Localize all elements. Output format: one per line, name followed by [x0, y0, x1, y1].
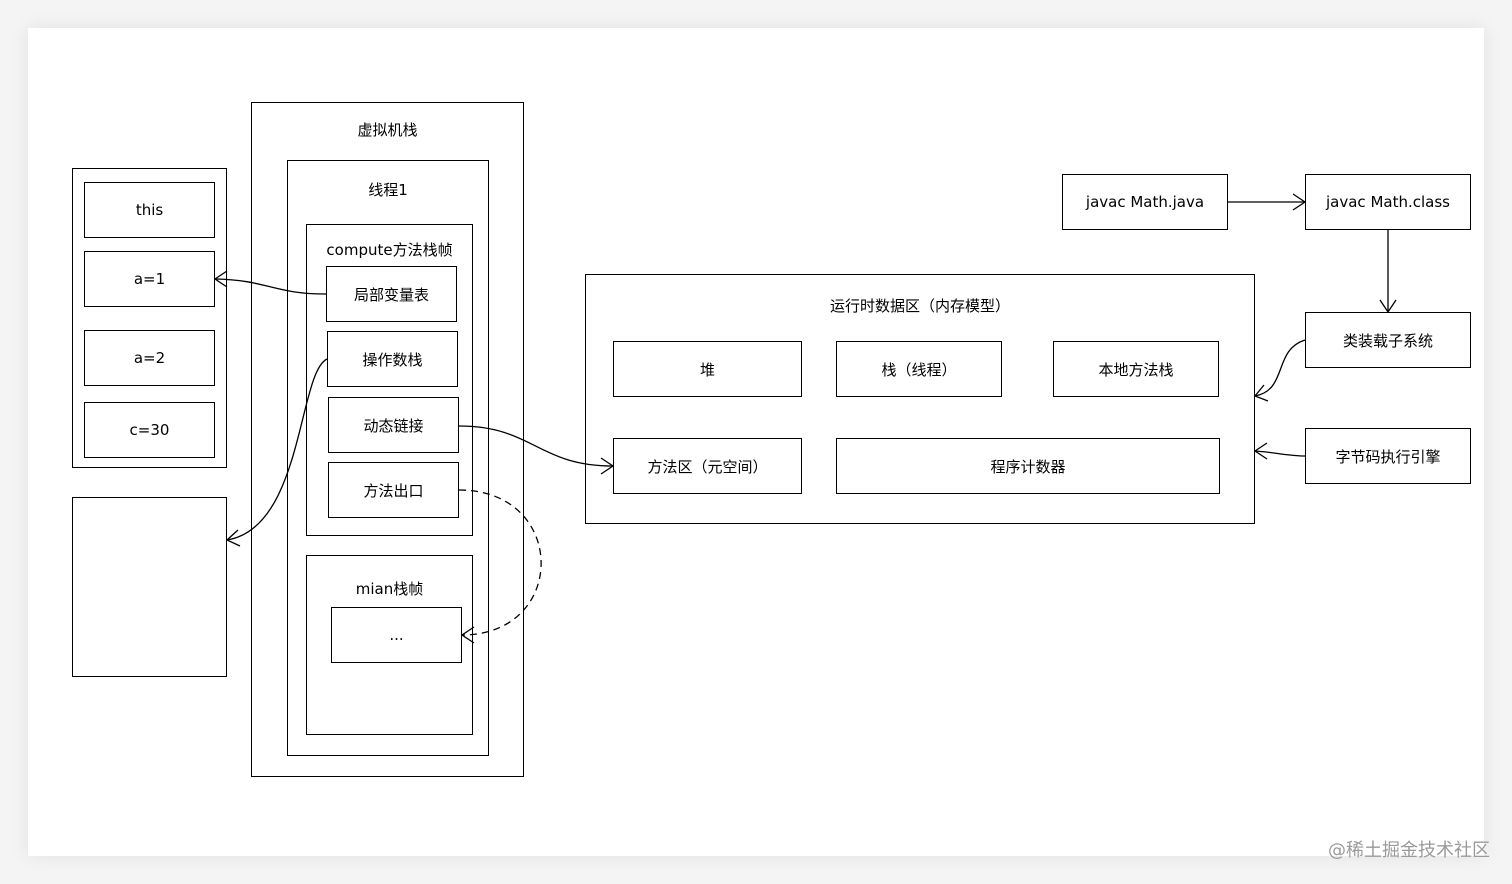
compute-frame-title: compute方法栈帧 [326, 241, 453, 259]
main-frame-title: mian栈帧 [355, 580, 424, 598]
class-loader-box: 类装载子系统 [1305, 312, 1471, 368]
arrow-engine-to-runtime [1254, 450, 1306, 457]
arrowhead-operand [225, 529, 241, 547]
arrowhead-class [1292, 193, 1307, 211]
local-var-a1: a=1 [84, 251, 215, 307]
class-file-box: javac Math.class [1305, 174, 1471, 230]
java-source-box: javac Math.java [1062, 174, 1228, 230]
exec-engine-box: 字节码执行引擎 [1305, 428, 1471, 484]
local-var-c30: c=30 [84, 402, 215, 458]
program-counter-box: 程序计数器 [836, 438, 1220, 494]
heap-box: 堆 [613, 341, 802, 397]
dynamic-link-box: 动态链接 [328, 397, 459, 453]
local-var-this: this [84, 182, 215, 238]
jvm-stack-title: 虚拟机栈 [357, 121, 418, 139]
method-area-box: 方法区（元空间） [613, 438, 802, 494]
local-vars-box: 局部变量表 [326, 266, 457, 322]
runtime-data-area-title: 运行时数据区（内存模型） [829, 297, 1010, 315]
arrowhead-runtime-engine [1253, 442, 1268, 460]
main-frame-content: ... [331, 607, 462, 663]
method-exit-box: 方法出口 [328, 462, 459, 518]
native-stack-box: 本地方法栈 [1053, 341, 1219, 397]
arrowhead-loader [1379, 299, 1397, 314]
diagram-canvas: this a=1 a=2 c=30 虚拟机栈 线程1 compute方法栈帧 局… [28, 28, 1484, 856]
arrowhead-runtime-loader [1253, 384, 1269, 402]
arrow-loader-to-runtime [1254, 339, 1306, 397]
operand-stack-box: 操作数栈 [327, 331, 458, 387]
thread-1-title: 线程1 [368, 181, 408, 199]
operand-stack-panel [72, 497, 227, 677]
stack-box: 栈（线程） [836, 341, 1002, 397]
watermark: @稀土掘金技术社区 [1328, 840, 1490, 861]
local-var-a2: a=2 [84, 330, 215, 386]
